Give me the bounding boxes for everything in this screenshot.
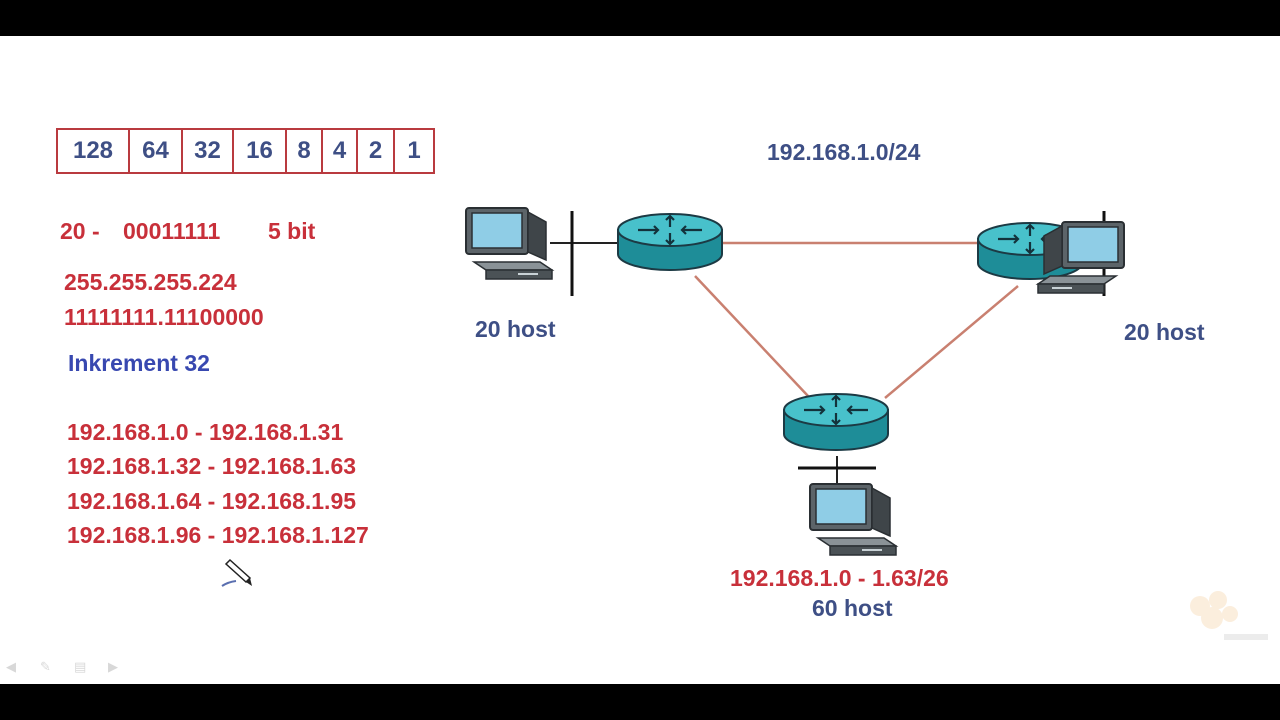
right-host-count: 20 host (1124, 319, 1205, 345)
computer-bottom-icon (809, 483, 897, 556)
bit-cell-8: 8 (287, 130, 323, 172)
slide-navigation: ◀ ✎ ▤ ▶ (6, 659, 128, 674)
bit-cell-128: 128 (58, 130, 130, 172)
slide: 128 64 32 16 8 4 2 1 20 - 00011111 5 bit… (0, 36, 1280, 684)
range-row: 192.168.1.0 - 192.168.1.31 (67, 419, 344, 445)
subnet-mask-decimal: 255.255.255.224 (64, 269, 237, 295)
computer-right-icon (1037, 221, 1125, 294)
bottom-host-count: 60 host (812, 595, 893, 621)
network-address-label: 192.168.1.0/24 (767, 139, 921, 165)
network-diagram (465, 207, 1125, 556)
host-bits-binary: 00011111 (123, 218, 221, 244)
host-bits-count: 5 bit (268, 218, 316, 244)
bit-cell-2: 2 (358, 130, 395, 172)
next-slide-icon[interactable]: ▶ (108, 659, 118, 674)
range-row: 192.168.1.32 - 192.168.1.63 (67, 453, 357, 479)
link-right-bottom (884, 285, 1019, 399)
range-row: 192.168.1.64 - 192.168.1.95 (67, 488, 357, 514)
subnet-mask-binary: 11111111.11100000 (64, 304, 264, 330)
bottom-subnet-range: 192.168.1.0 - 1.63/26 (730, 565, 949, 591)
left-host-count: 20 host (475, 316, 556, 342)
bit-cell-32: 32 (183, 130, 234, 172)
pen-cursor-icon (221, 558, 252, 587)
bit-value-table: 128 64 32 16 8 4 2 1 (56, 128, 435, 174)
increment-label: Inkrement 32 (68, 350, 210, 376)
link-left-bottom (694, 275, 809, 397)
host-count-label: 20 - (60, 218, 100, 244)
bit-cell-64: 64 (130, 130, 183, 172)
bit-cell-4: 4 (323, 130, 358, 172)
router-bottom-icon (782, 392, 890, 452)
bit-cell-16: 16 (234, 130, 287, 172)
bit-cell-1: 1 (407, 137, 421, 164)
slide-menu-icon[interactable]: ▤ (74, 659, 87, 674)
previous-slide-icon[interactable]: ◀ (6, 659, 16, 674)
range-row: 192.168.1.96 - 192.168.1.127 (67, 522, 369, 548)
router-left-icon (616, 212, 724, 272)
computer-left-icon (465, 207, 553, 280)
pen-tool-icon[interactable]: ✎ (40, 659, 51, 674)
watermark-logo-icon (1190, 591, 1268, 640)
